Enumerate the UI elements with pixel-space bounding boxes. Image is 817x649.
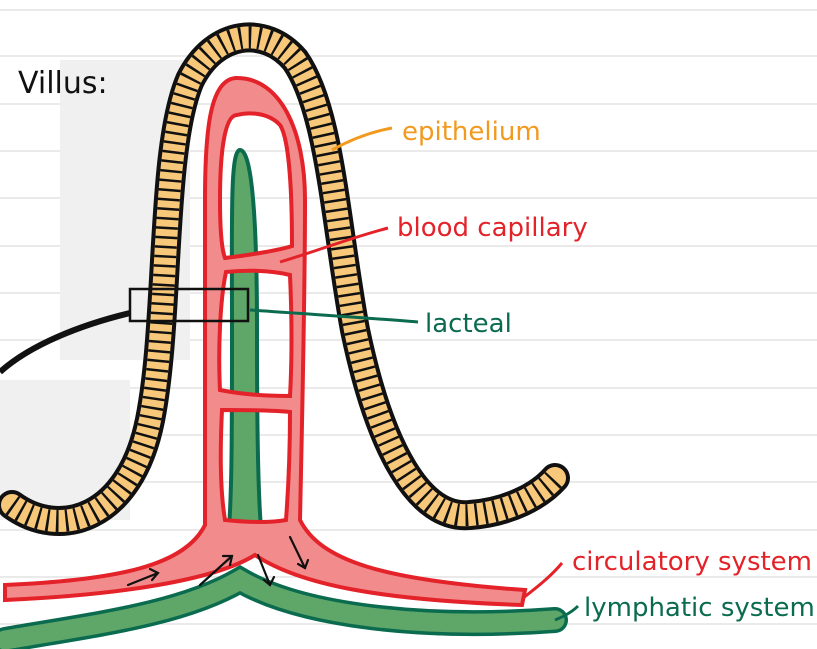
lacteal-label: lacteal [425, 309, 512, 339]
lacteal [228, 150, 262, 540]
circulatory-pointer [523, 563, 562, 598]
circulatory-system-label: circulatory system [572, 547, 812, 577]
blood-capillary-label: blood capillary [397, 213, 588, 243]
epithelium-pointer [332, 128, 392, 150]
lymphatic-system-label: lymphatic system [584, 593, 815, 623]
epithelium-label: epithelium [402, 117, 541, 147]
diagram-title: Villus: [18, 66, 108, 101]
lacteal-pointer [250, 310, 418, 322]
